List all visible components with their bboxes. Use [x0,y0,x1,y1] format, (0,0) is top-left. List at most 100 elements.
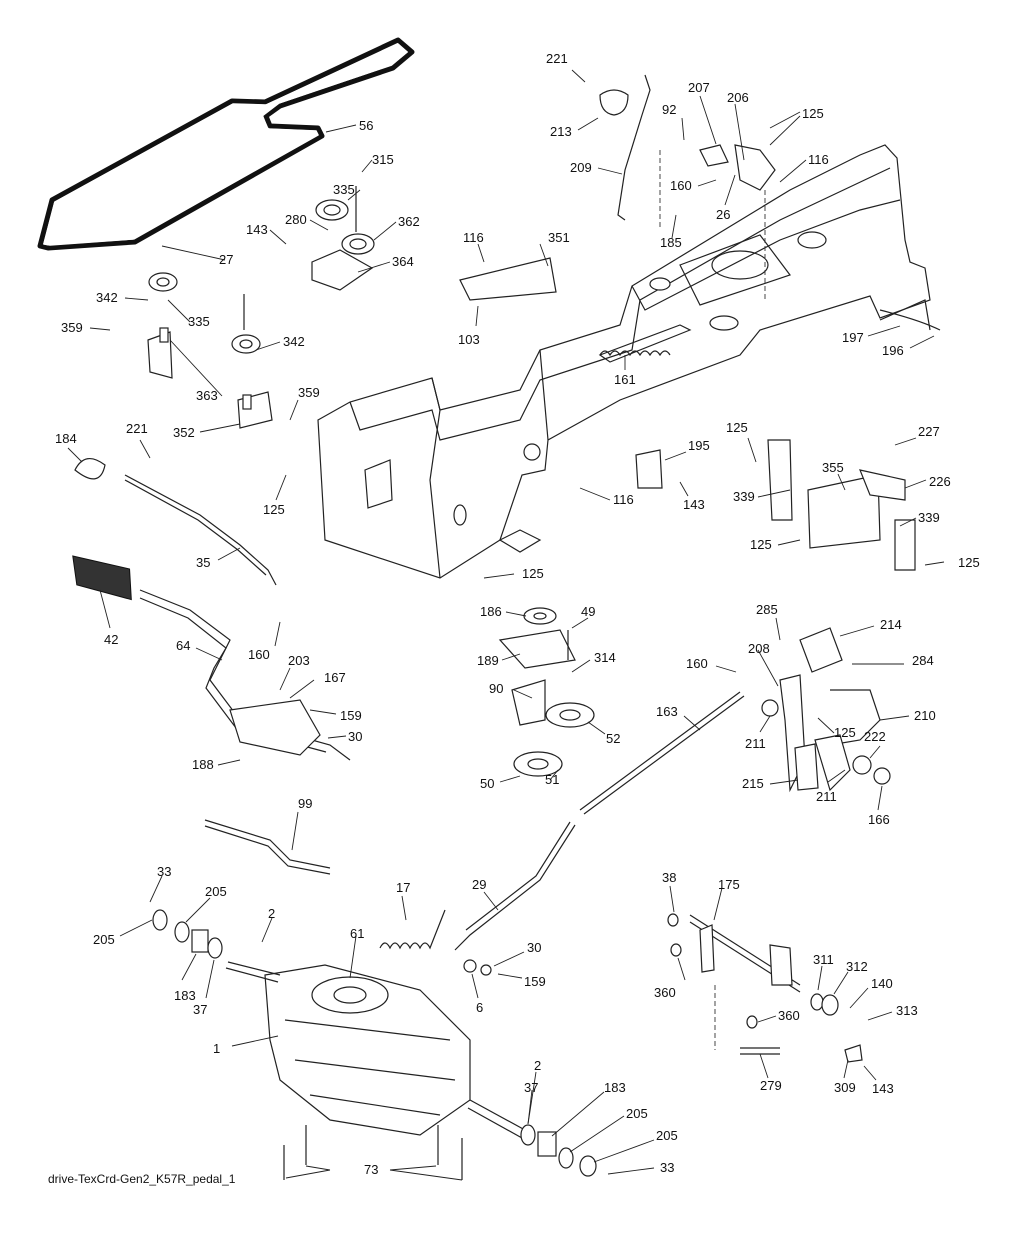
callout: 313 [896,1003,918,1018]
spring-161 [599,350,671,357]
callout: 103 [458,332,480,347]
diagram-caption: drive-TexCrd-Gen2_K57R_pedal_1 [48,1172,236,1186]
callout: 188 [192,757,214,772]
callout: 116 [808,152,829,167]
callout: 99 [298,796,312,811]
callout: 92 [662,102,676,117]
callout: 185 [660,235,682,250]
callout: 214 [880,617,902,632]
callout: 211 [745,736,766,751]
callout: 1 [213,1041,220,1056]
rods [204,819,576,951]
callout: 226 [929,474,951,489]
callout: 64 [176,638,190,653]
callout: 2 [534,1058,541,1073]
callout: 209 [570,160,592,175]
callout: 125 [263,502,285,517]
callout: 50 [480,776,494,791]
callout: 30 [527,940,541,955]
callout: 17 [396,880,410,895]
callout: 183 [604,1080,626,1095]
callout: 167 [324,670,346,685]
callout: 205 [93,932,115,947]
callout: 195 [688,438,710,453]
callout: 73 [364,1162,378,1177]
callout: 189 [477,653,499,668]
callout: 33 [157,864,171,879]
callout: 363 [196,388,218,403]
callout: 159 [524,974,546,989]
callout: 279 [760,1078,782,1093]
callout: 27 [219,252,233,267]
brake-pedal-assembly [579,627,891,815]
callout: 284 [912,653,934,668]
callout: 38 [662,870,676,885]
callout: 186 [480,604,502,619]
callout: 42 [104,632,118,647]
callout: 355 [822,460,844,475]
callout: 210 [914,708,936,723]
callout: 352 [173,425,195,440]
callout: 335 [333,182,355,197]
callout: 159 [340,708,362,723]
tractor-frame [317,144,931,579]
axle-washers [152,909,597,1177]
callout: 285 [756,602,778,617]
callout: 342 [283,334,305,349]
callout: 125 [802,106,824,121]
callout: 213 [550,124,572,139]
callout: 339 [918,510,940,525]
callout: 52 [606,731,620,746]
callout: 221 [126,421,148,436]
callout: 335 [188,314,210,329]
callout: 163 [656,704,678,719]
callout: 6 [476,1000,483,1015]
callout: 37 [524,1080,538,1095]
callout: 311 [813,952,834,967]
callout: 125 [750,537,772,552]
callout: 35 [196,555,210,570]
center-pulley-assembly [498,607,595,777]
callout: 196 [882,343,904,358]
callout: 30 [348,729,362,744]
callout: 280 [285,212,307,227]
callout: 351 [548,230,570,245]
callout: 362 [398,214,420,229]
callout: 339 [733,489,755,504]
callout: 125 [958,555,980,570]
callout: 26 [716,207,730,222]
callout: 315 [372,152,394,167]
callout: 161 [614,372,636,387]
callout: 203 [288,653,310,668]
callout-labels: 221 92 207 206 125 56 213 116 209 160 26… [55,51,980,1177]
callout: 140 [871,976,893,991]
callout: 29 [472,877,486,892]
callout: 49 [581,604,595,619]
callout: 184 [55,431,77,446]
callout: 90 [489,681,503,696]
callout: 312 [846,959,868,974]
callout: 206 [727,90,749,105]
callout: 166 [868,812,890,827]
callout: 364 [392,254,414,269]
cross-shaft [667,913,863,1063]
callout: 125 [522,566,544,581]
callout: 211 [816,789,837,804]
callout: 359 [61,320,83,335]
callout: 37 [193,1002,207,1017]
callout: 175 [718,877,740,892]
callout: 125 [726,420,748,435]
callout: 160 [670,178,692,193]
callout: 160 [686,656,708,671]
callout: 221 [546,51,568,66]
callout: 33 [660,1160,674,1175]
callout: 143 [872,1081,894,1096]
callout: 208 [748,641,770,656]
callout: 342 [96,290,118,305]
lift-lever [599,74,776,300]
leader-lines [67,69,945,1181]
callout: 125 [834,725,856,740]
callout: 143 [683,497,705,512]
callout: 215 [742,776,764,791]
